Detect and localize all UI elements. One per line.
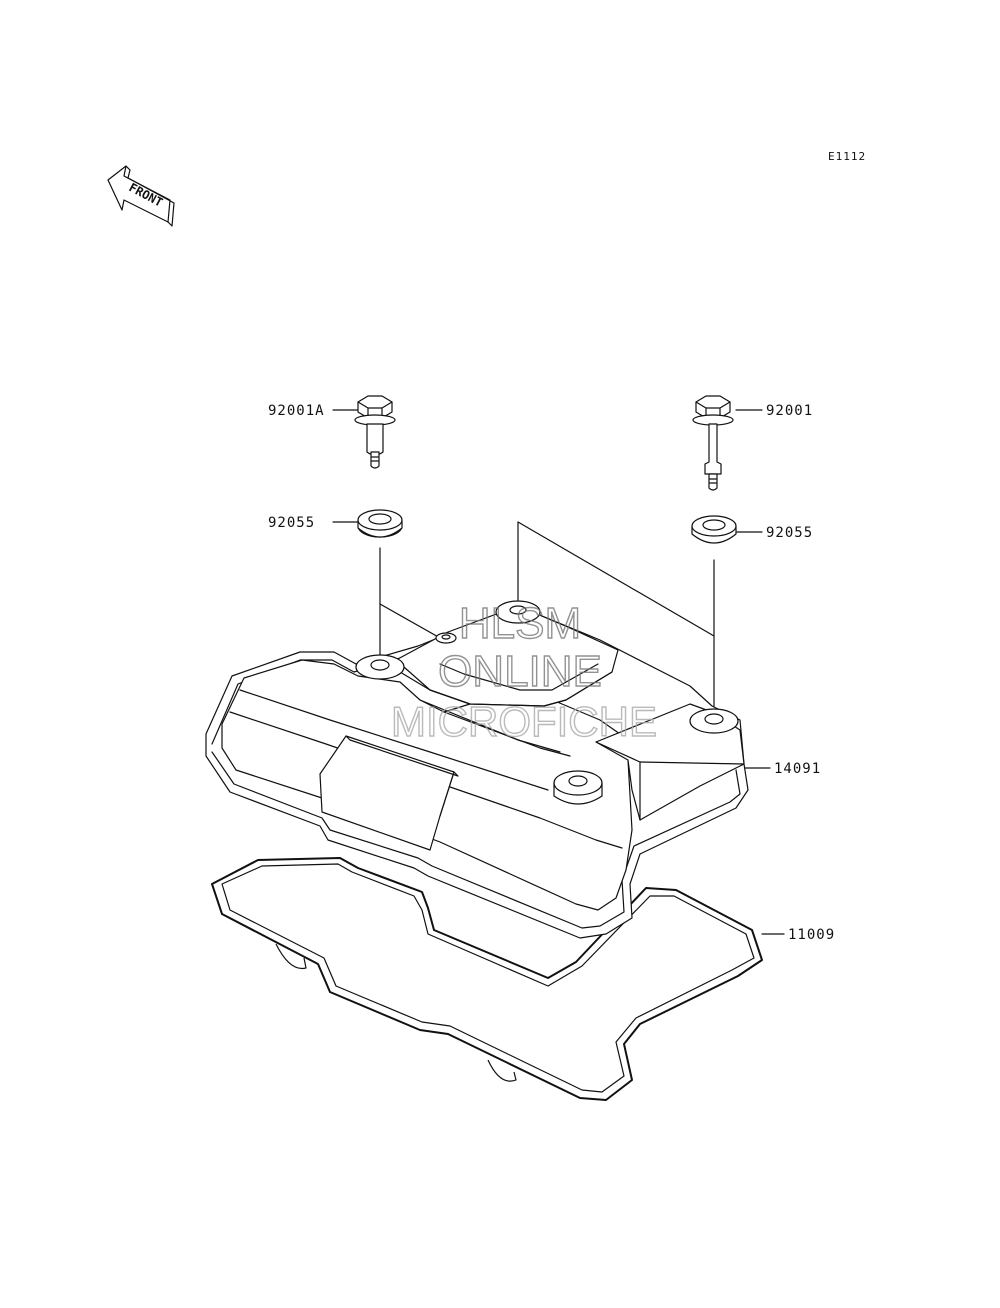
watermark-line1: HLSM bbox=[459, 599, 581, 648]
part-label-92001a: 92001A bbox=[268, 403, 325, 419]
watermark-line2: ONLINE bbox=[438, 647, 602, 696]
part-label-11009: 11009 bbox=[788, 927, 835, 943]
part-label-92055-right: 92055 bbox=[766, 525, 813, 541]
bolt-92001 bbox=[692, 395, 734, 491]
washer-left bbox=[357, 509, 403, 538]
watermark: HLSM ONLINE MICROFICHE bbox=[390, 598, 657, 745]
cover-14091 bbox=[205, 600, 749, 939]
watermark-line3: MICROFICHE bbox=[391, 698, 657, 745]
gasket-11009 bbox=[211, 857, 763, 1101]
part-label-92001: 92001 bbox=[766, 403, 813, 419]
part-label-92055-left: 92055 bbox=[268, 515, 315, 531]
front-arrow-icon: FRONT bbox=[107, 165, 175, 227]
bolt-92001a bbox=[354, 395, 396, 469]
diagram-code: E1112 bbox=[828, 150, 866, 163]
washer-right bbox=[691, 515, 737, 544]
part-label-14091: 14091 bbox=[774, 761, 821, 777]
